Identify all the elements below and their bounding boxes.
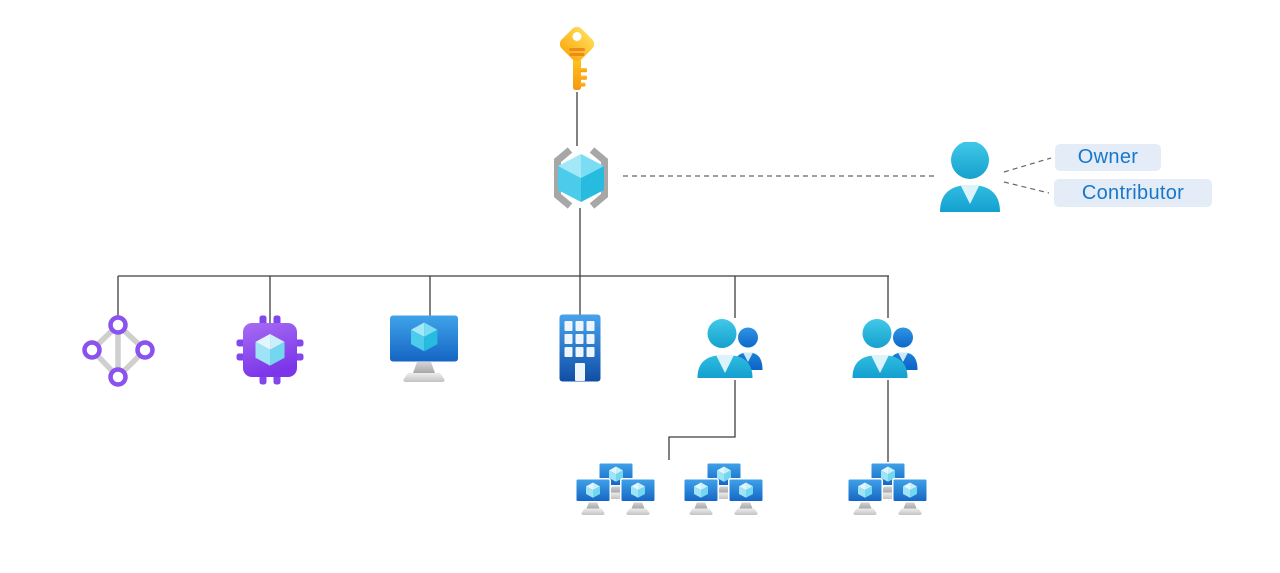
vm-cluster-icon-1: [575, 462, 657, 523]
building-icon: [559, 314, 601, 387]
contributor-label-text: Contributor: [1081, 181, 1185, 204]
network-graph-icon: [80, 312, 158, 395]
chip-cube-icon: [236, 313, 304, 392]
owner-label-text: Owner: [1077, 146, 1139, 168]
vm-cluster-icon-2: [683, 462, 765, 523]
role-label-contributor: Contributor: [1054, 179, 1212, 207]
users-group-icon-2: [852, 316, 918, 387]
solid-connectors: [117, 92, 889, 464]
users-group-icon-1: [697, 316, 763, 387]
vm-cluster-icon-3: [847, 462, 929, 523]
vm-monitor-icon: [388, 315, 460, 390]
role-label-owner: Owner: [1055, 144, 1161, 171]
resource-cube-icon: [544, 146, 618, 215]
user-icon: [938, 141, 1002, 217]
key-icon: [556, 24, 598, 97]
